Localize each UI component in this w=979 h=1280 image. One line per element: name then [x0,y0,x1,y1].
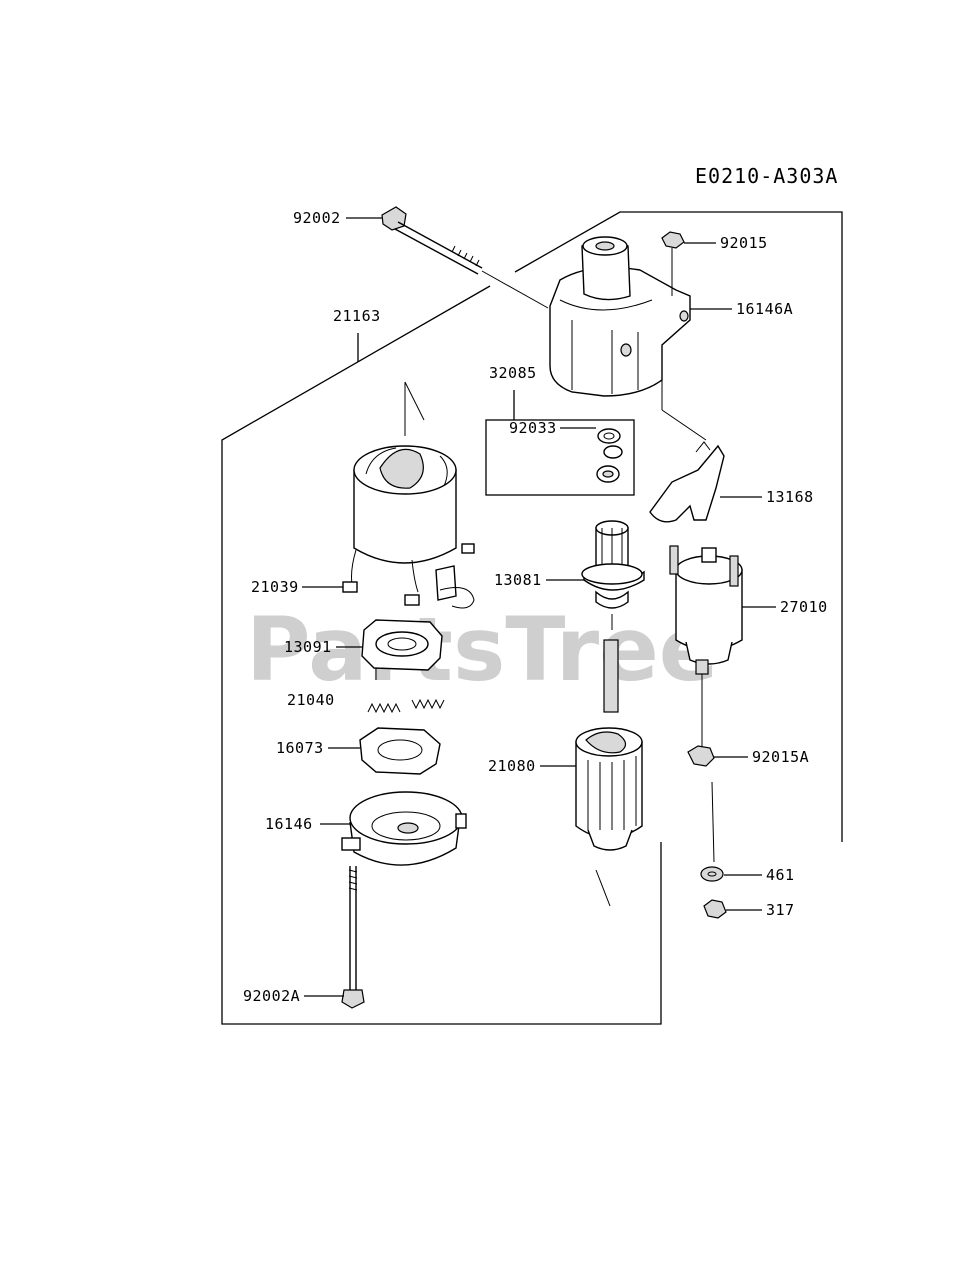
label-461[interactable]: 461 [766,866,795,884]
part-461-washer[interactable] [700,866,724,882]
part-92002A-bolt[interactable] [341,866,365,1009]
label-92015A[interactable]: 92015A [752,748,809,766]
leader-lines [302,217,776,997]
part-92002-bolt[interactable] [381,206,549,309]
label-16146[interactable]: 16146 [265,815,313,833]
part-21040-springs[interactable] [367,698,445,714]
part-13168-lever[interactable] [649,441,725,523]
part-27010-solenoid[interactable] [669,545,743,748]
part-21163-yoke[interactable] [342,381,475,609]
part-317-nut[interactable] [703,899,727,919]
label-92002[interactable]: 92002 [293,209,341,227]
label-27010[interactable]: 27010 [780,598,828,616]
label-21080[interactable]: 21080 [488,757,536,775]
part-16146-rear-cover[interactable] [341,791,467,866]
watermark: PartsTree [246,598,718,701]
label-13168[interactable]: 13168 [766,488,814,506]
part-92015-nut[interactable] [661,231,685,296]
assembly-outline [221,211,843,1025]
label-21163[interactable]: 21163 [333,307,381,325]
label-16146A[interactable]: 16146A [736,300,793,318]
label-13091[interactable]: 13091 [284,638,332,656]
part-92033-washers[interactable] [596,428,623,483]
part-16146A-housing[interactable] [549,236,707,441]
label-317[interactable]: 317 [766,901,795,919]
label-21039[interactable]: 21039 [251,578,299,596]
diagram-code: E0210-A303A [695,164,838,188]
part-16073-plate[interactable] [359,727,441,775]
part-13081-pinion[interactable] [581,520,645,630]
label-92015[interactable]: 92015 [720,234,768,252]
part-92015A-nut[interactable] [687,745,715,863]
label-92002A[interactable]: 92002A [243,987,300,1005]
part-13091-brush-holder[interactable] [361,619,443,680]
kit-32085-box [485,390,635,496]
label-16073[interactable]: 16073 [276,739,324,757]
part-21080-armature[interactable] [575,639,643,907]
label-32085[interactable]: 32085 [489,364,537,382]
label-13081[interactable]: 13081 [494,571,542,589]
label-21040[interactable]: 21040 [287,691,335,709]
label-92033[interactable]: 92033 [509,419,557,437]
